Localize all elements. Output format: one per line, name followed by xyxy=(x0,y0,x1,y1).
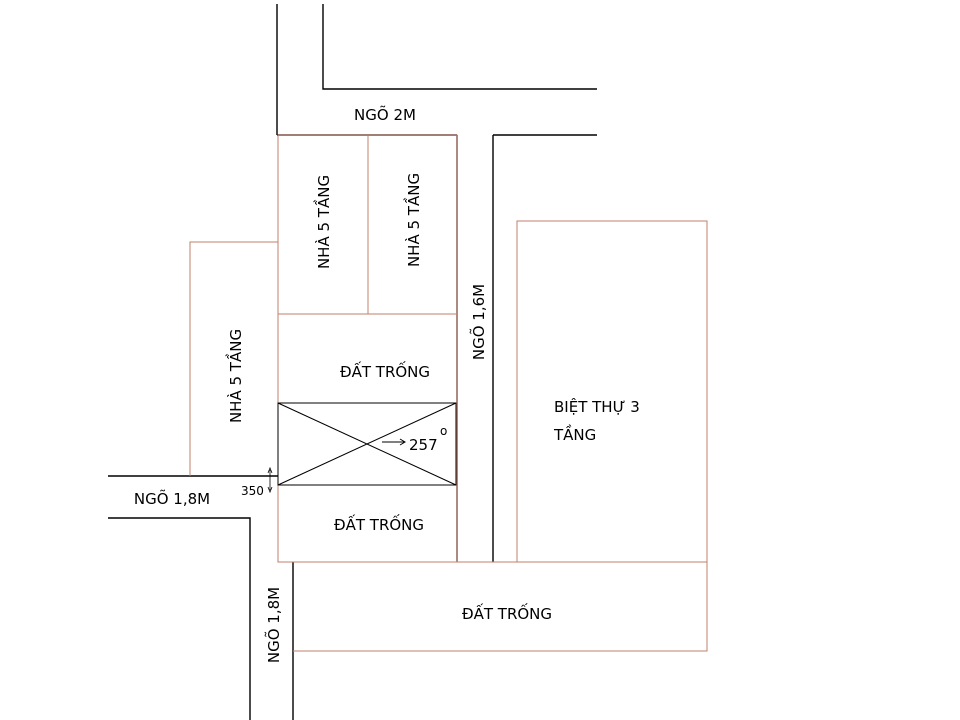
subject-plot-diagonal-2 xyxy=(277,402,457,486)
subject-plot xyxy=(267,402,457,494)
label-alley-top: NGÕ 2M xyxy=(354,105,416,124)
offset-arrow-bottom xyxy=(267,486,273,494)
label-house-b: NHÀ 5 TẦNG xyxy=(402,173,423,267)
label-empty-mid: ĐẤT TRỐNG xyxy=(334,513,424,534)
label-alley-bottom: NGÕ 1,8M xyxy=(264,587,283,663)
label-bearing: 257 xyxy=(409,436,438,454)
label-empty-top: ĐẤT TRỐNG xyxy=(340,360,430,381)
label-villa-line2: TẦNG xyxy=(553,423,596,444)
alley-top-upper-edge xyxy=(322,4,597,90)
label-bearing-unit: o xyxy=(440,424,447,438)
plot-outlines xyxy=(189,134,708,652)
label-house-a: NHÀ 5 TẦNG xyxy=(312,175,333,269)
label-alley-middle: NGÕ 1,6M xyxy=(469,284,488,360)
offset-arrow-top xyxy=(267,466,273,474)
bearing-arrow-head xyxy=(399,438,406,446)
label-house-c: NHÀ 5 TẦNG xyxy=(224,329,245,423)
house-left-outline xyxy=(189,241,278,476)
villa-outline xyxy=(516,220,708,562)
label-offset: 350 xyxy=(241,484,264,498)
subject-plot-box xyxy=(277,402,457,486)
label-villa-line1: BIỆT THỰ 3 xyxy=(554,397,640,416)
alley-left-lower-edge xyxy=(108,517,251,720)
bottom-empty-outline xyxy=(293,561,708,652)
label-alley-left: NGÕ 1,8M xyxy=(134,489,210,508)
label-empty-bottom: ĐẤT TRỐNG xyxy=(462,602,552,623)
